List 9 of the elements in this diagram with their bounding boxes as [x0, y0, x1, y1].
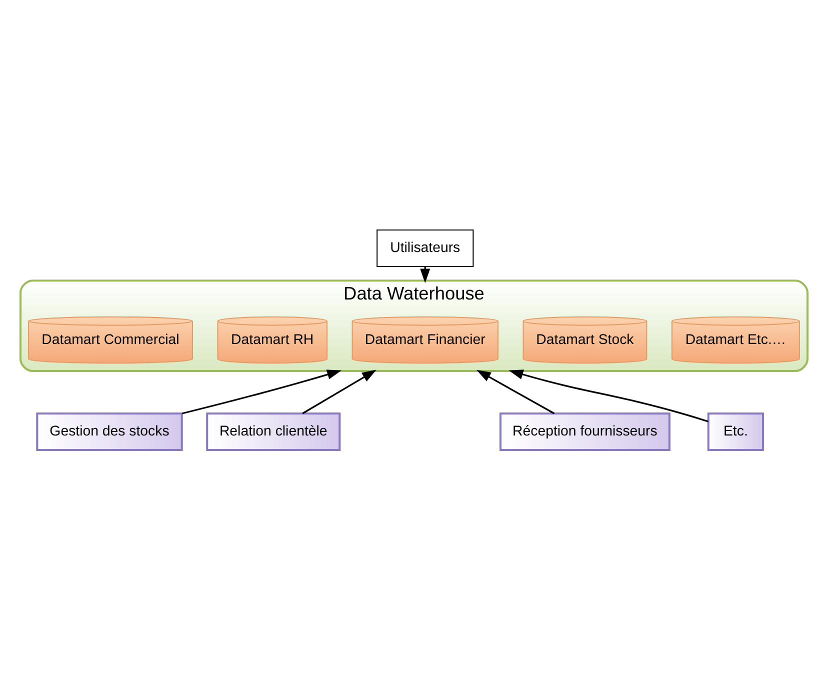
node-box: Relation clientèle [206, 412, 341, 450]
arrow [508, 369, 708, 422]
arrow [182, 369, 342, 414]
node-box: Etc. [707, 412, 764, 450]
arrow [476, 369, 555, 414]
node-box: Gestion des stocks [36, 412, 183, 450]
node-box: Utilisateurs [376, 229, 474, 266]
arrow [302, 369, 376, 414]
node-box: Réception fournisseurs [499, 412, 670, 450]
